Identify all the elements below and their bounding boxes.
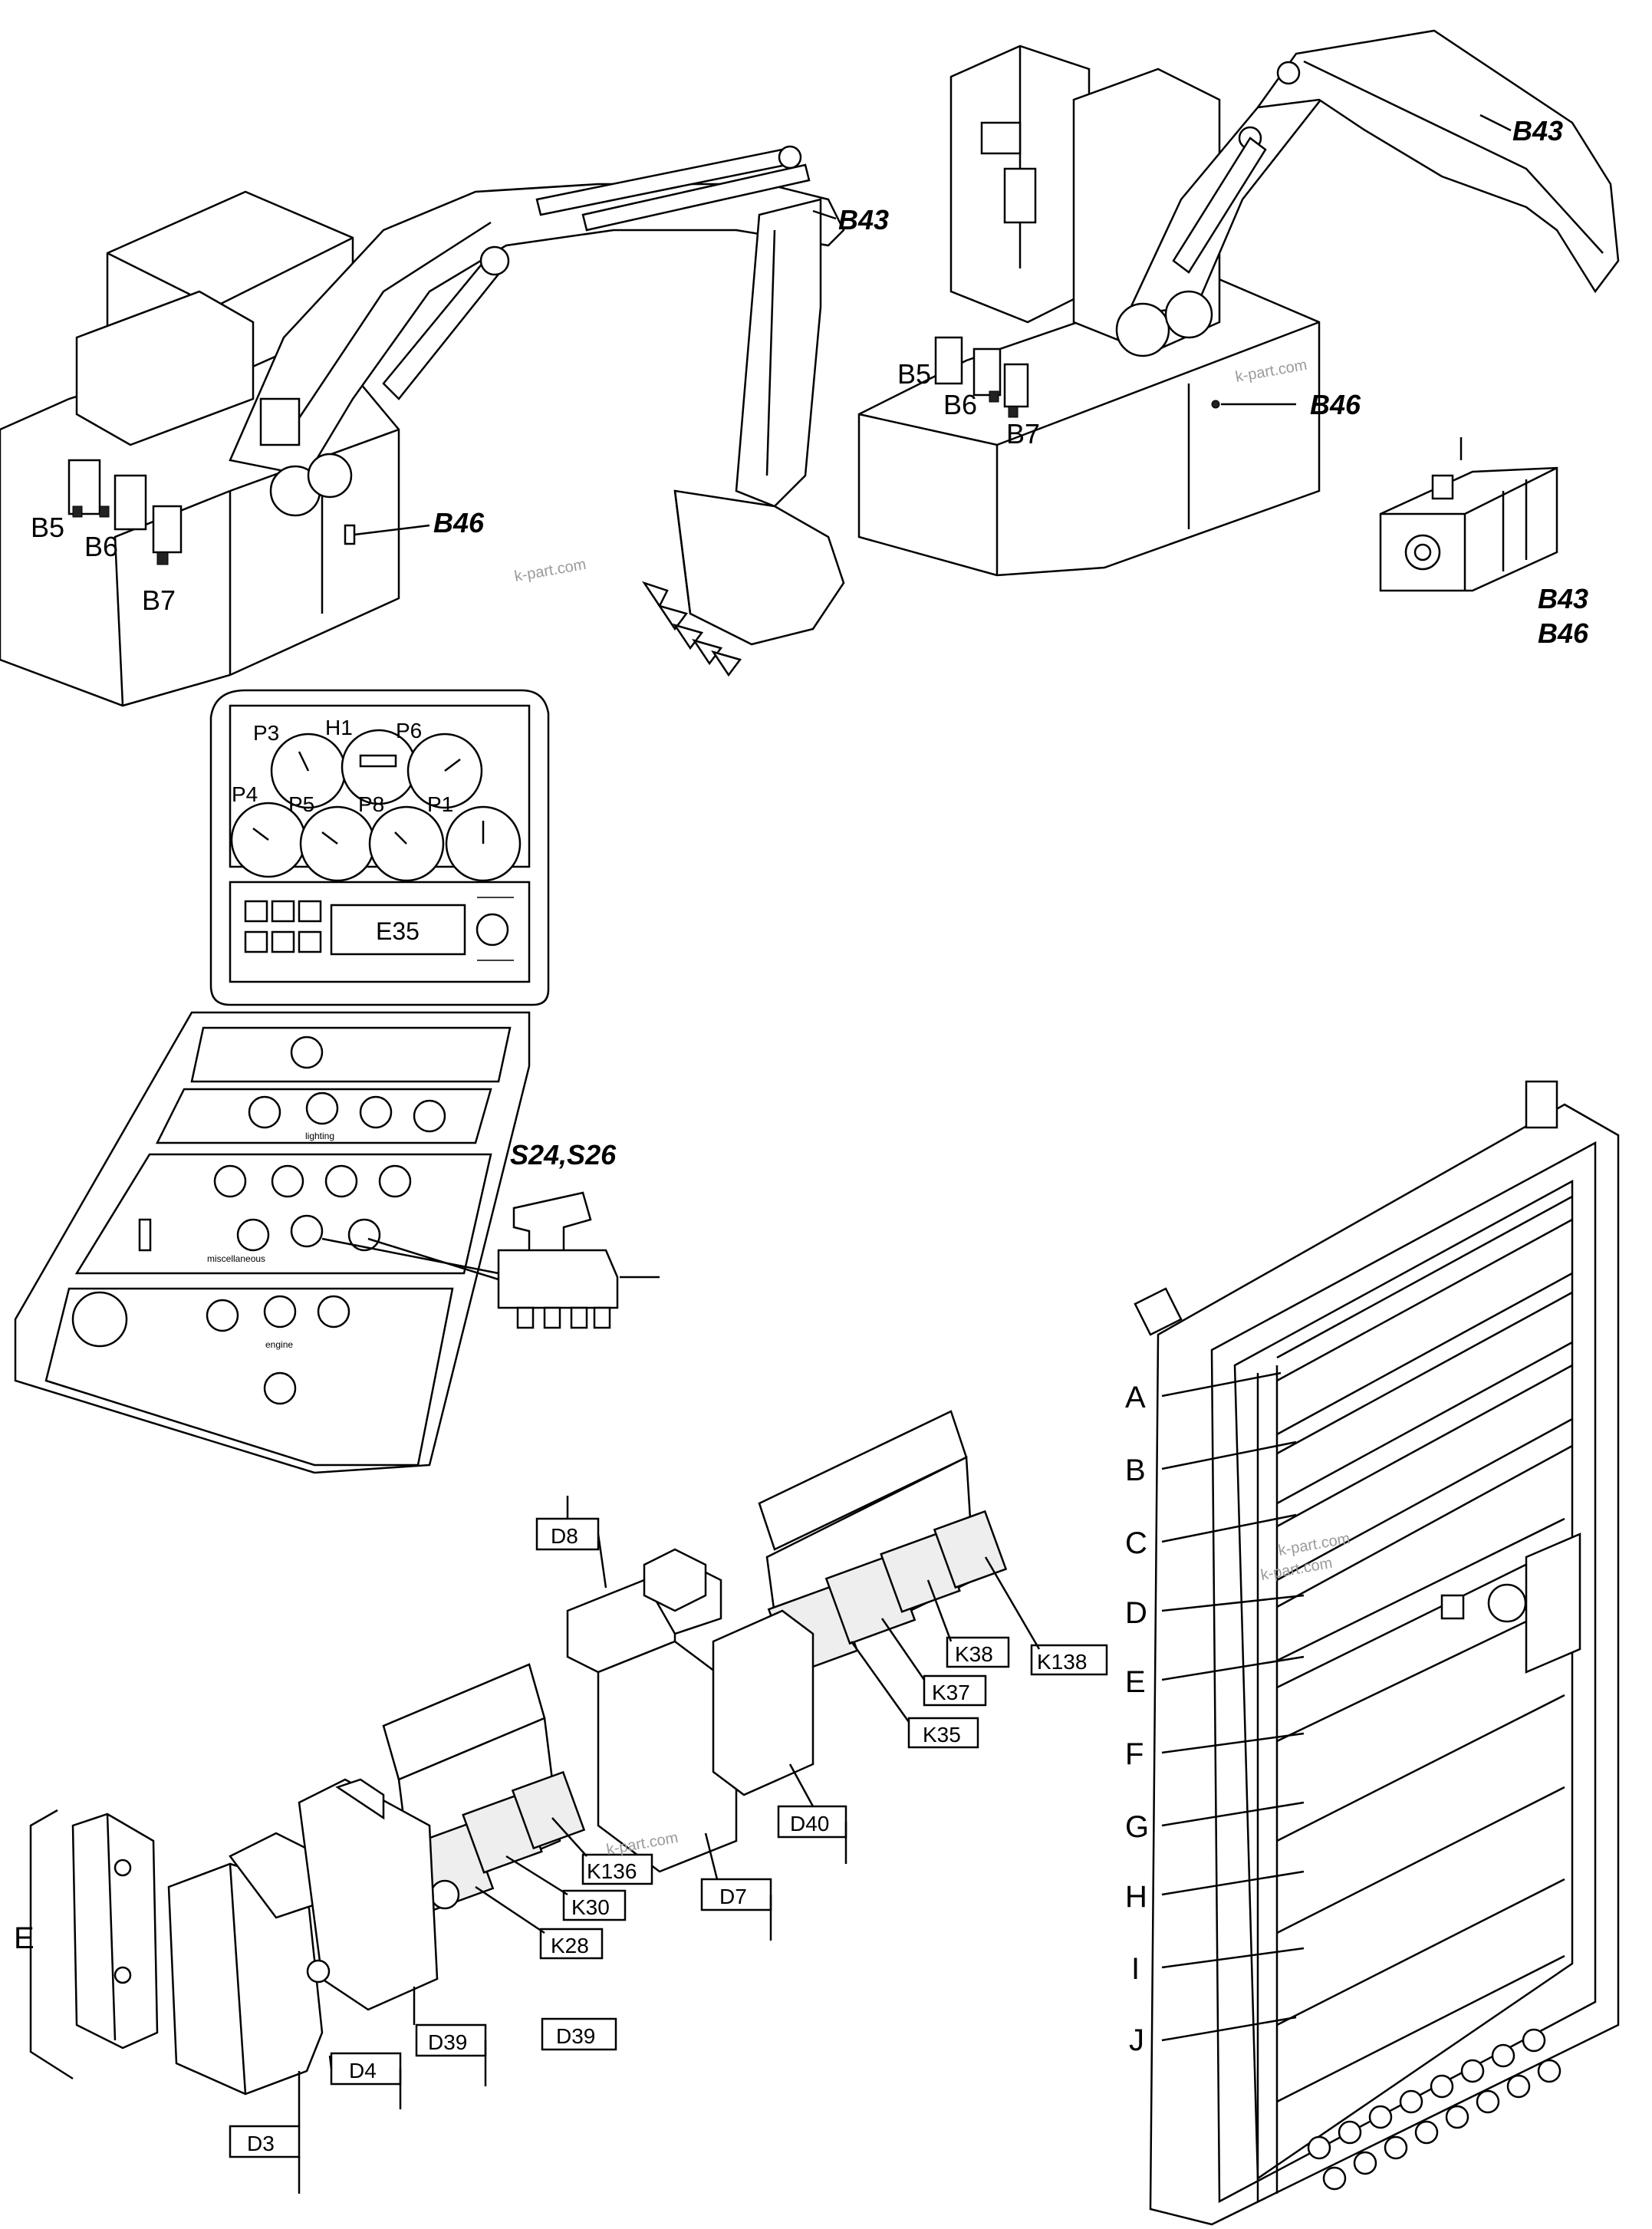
label-p1: P1 — [427, 792, 453, 816]
label-cabinet-g: G — [1125, 1810, 1149, 1844]
label-b46-left: B46 — [433, 507, 485, 538]
label-h1: H1 — [325, 716, 353, 739]
box-d3 — [229, 2125, 301, 2158]
label-k28: K28 — [551, 1934, 589, 1957]
label-d4: D4 — [349, 2059, 377, 2082]
sensor-cluster-right — [934, 336, 1029, 418]
label-e35: E35 — [376, 917, 420, 945]
label-p3: P3 — [253, 721, 279, 745]
box-k30 — [562, 1889, 627, 1921]
relay-rows — [1276, 1195, 1573, 2103]
label-p5: P5 — [288, 792, 314, 816]
label-cabinet-e: E — [1125, 1665, 1146, 1699]
label-cabinet-i: I — [1131, 1952, 1140, 1986]
label-b43-right: B43 — [1512, 115, 1563, 147]
box-k28 — [539, 1928, 604, 1960]
box-d39b — [541, 2017, 617, 2051]
label-miscellaneous: miscellaneous — [207, 1253, 265, 1264]
box-k37 — [923, 1674, 987, 1707]
label-d40: D40 — [790, 1812, 829, 1836]
engine-knobs — [206, 1295, 350, 1332]
label-d7: D7 — [719, 1885, 747, 1908]
label-sensor-b46: B46 — [1538, 617, 1589, 649]
control-panel: P3 H1 P6 P4 P5 P8 P1 E35 lighting miscel… — [14, 689, 550, 1474]
label-d39-right: D39 — [556, 2024, 595, 2048]
box-d7 — [700, 1878, 772, 1911]
lighting-knobs — [248, 1091, 446, 1133]
box-d8 — [535, 1517, 600, 1551]
miscellaneous-knobs — [213, 1164, 412, 1252]
label-k37: K37 — [932, 1681, 970, 1704]
label-b46-right: B46 — [1310, 389, 1361, 420]
label-k38: K38 — [955, 1642, 993, 1666]
indicator-buttons — [244, 900, 322, 953]
label-cabinet-j: J — [1129, 2023, 1144, 2057]
box-k38 — [946, 1636, 1010, 1668]
label-b6-right: B6 — [943, 389, 977, 420]
label-lighting: lighting — [305, 1131, 334, 1141]
box-d39a — [415, 2023, 487, 2057]
label-b43-left: B43 — [838, 204, 889, 235]
sensor-cluster-left — [67, 459, 183, 565]
label-p4: P4 — [232, 782, 258, 806]
label-k35: K35 — [923, 1723, 961, 1747]
relay-modules: D8 K38 K138 K37 K35 D40 K136 K30 K28 D7 … — [14, 1410, 1351, 2194]
sensor-detail: B43 B46 — [1379, 437, 1589, 649]
label-p8: P8 — [358, 792, 384, 816]
switch-detail: S24,S26 — [321, 1139, 660, 1329]
label-b5-left: B5 — [31, 512, 64, 543]
electrical-cabinet: A B C D E F G H I J k-part.com — [1125, 1080, 1620, 2226]
box-k138 — [1030, 1644, 1108, 1676]
label-cabinet-c: C — [1125, 1526, 1147, 1560]
box-k136 — [581, 1853, 653, 1885]
box-k35 — [907, 1717, 979, 1749]
gauges — [230, 729, 522, 882]
label-engine: engine — [265, 1339, 293, 1350]
label-k30: K30 — [571, 1895, 610, 1919]
label-cabinet-a: A — [1125, 1381, 1146, 1414]
label-sensor-b43: B43 — [1538, 583, 1588, 614]
excavator-right: B43 B46 B5 B6 B7 k-part.com — [857, 29, 1620, 577]
label-k136: K136 — [587, 1859, 637, 1883]
label-b5-right: B5 — [897, 358, 931, 390]
label-s24-s26: S24,S26 — [510, 1139, 617, 1170]
label-d3: D3 — [247, 2132, 275, 2155]
e35-display — [330, 904, 466, 956]
bucket-teeth — [641, 581, 742, 677]
label-cabinet-h: H — [1125, 1880, 1147, 1914]
label-d39-left: D39 — [428, 2030, 467, 2054]
excavator-left: B43 B46 B5 B6 B7 k-part.com — [0, 145, 889, 707]
label-d8: D8 — [551, 1524, 578, 1548]
label-p6: P6 — [396, 719, 422, 742]
label-e-bracket: E — [14, 1921, 35, 1955]
cabinet-leaders — [1161, 1371, 1305, 2042]
label-b6-left: B6 — [84, 531, 118, 562]
label-cabinet-d: D — [1125, 1596, 1147, 1630]
label-cabinet-f: F — [1125, 1737, 1144, 1771]
cable-glands — [1307, 2028, 1562, 2191]
label-k138: K138 — [1037, 1650, 1087, 1674]
label-b7-right: B7 — [1006, 418, 1040, 449]
label-cabinet-b: B — [1125, 1454, 1146, 1487]
watermark: k-part.com — [513, 556, 587, 585]
label-b7-left: B7 — [142, 584, 176, 616]
